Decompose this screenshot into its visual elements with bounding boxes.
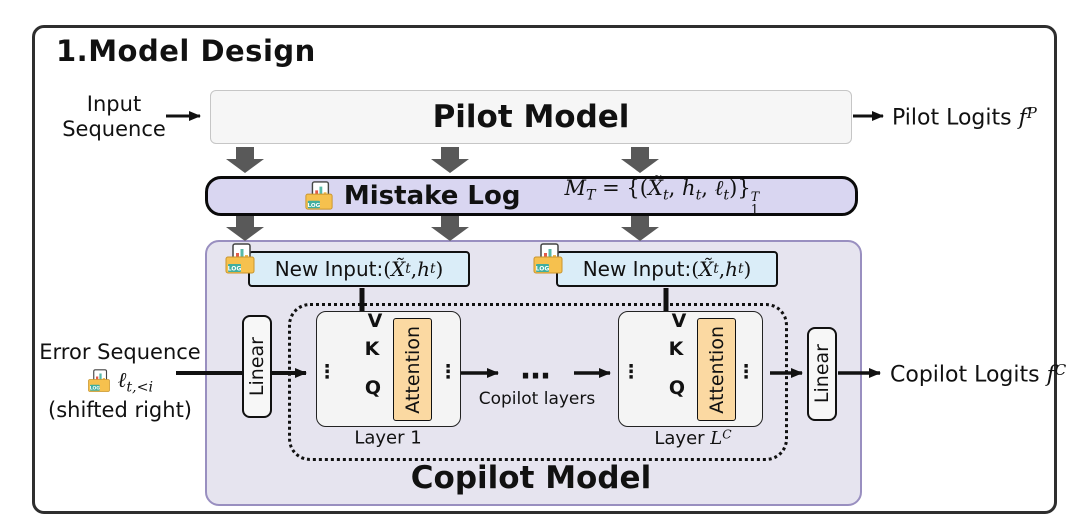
log-icon: LOG (88, 369, 110, 392)
attention-box-2: Attention (697, 318, 736, 421)
error-sequence-math: LOG ℓt,<i (36, 368, 204, 395)
copilot-model-label: Copilot Model (410, 460, 652, 496)
q-label-1: Q (364, 377, 382, 399)
vdots-right-2: ⋮ (736, 361, 756, 383)
svg-text:LOG: LOG (536, 266, 550, 273)
error-sequence-label: Error Sequence (39, 340, 201, 364)
pilot-model-box: Pilot Model (210, 90, 852, 144)
vdots-left-1: ⋮ (317, 361, 337, 383)
block-arrows-pilot-to-log (226, 147, 659, 173)
input-sequence-label: Input Sequence (62, 92, 166, 142)
log-icon: LOG (305, 181, 333, 210)
q-label-2: Q (668, 377, 686, 399)
log-icon: LOG (225, 243, 255, 274)
figure-title: 1.Model Design (56, 34, 316, 68)
k-label-1: K (364, 338, 380, 360)
copilot-logits-label: Copilot Logits fC (890, 361, 1067, 388)
copilot-layers-dotted-outline (288, 303, 788, 461)
svg-text:LOG: LOG (228, 266, 242, 273)
linear-box-2: Linear (807, 327, 837, 421)
vdots-right-1: ⋮ (438, 361, 458, 383)
layer1-box (316, 311, 461, 427)
pilot-model-label: Pilot Model (432, 99, 630, 135)
linear-box-1: Linear (242, 315, 272, 418)
vdots-left-2: ⋮ (621, 361, 641, 383)
shifted-right-label: (shifted right) (48, 398, 192, 422)
svg-text:LOG: LOG (90, 386, 101, 392)
block-arrows-log-to-copilot (226, 215, 659, 241)
k-label-2: K (668, 338, 684, 360)
layer1-label: Layer 1 (354, 427, 422, 449)
ellipsis-between-layers: … (520, 351, 554, 387)
layerL-label: Layer LC (654, 427, 732, 449)
v-label-2: V (671, 310, 687, 332)
mistake-log-label: Mistake Log (343, 181, 521, 211)
attention-box-1: Attention (393, 318, 432, 421)
log-icon: LOG (533, 243, 563, 274)
copilot-layers-label: Copilot layers (478, 389, 596, 409)
svg-text:LOG: LOG (307, 203, 320, 209)
pilot-logits-label: Pilot Logits fP (892, 104, 1037, 131)
v-label-1: V (367, 310, 383, 332)
